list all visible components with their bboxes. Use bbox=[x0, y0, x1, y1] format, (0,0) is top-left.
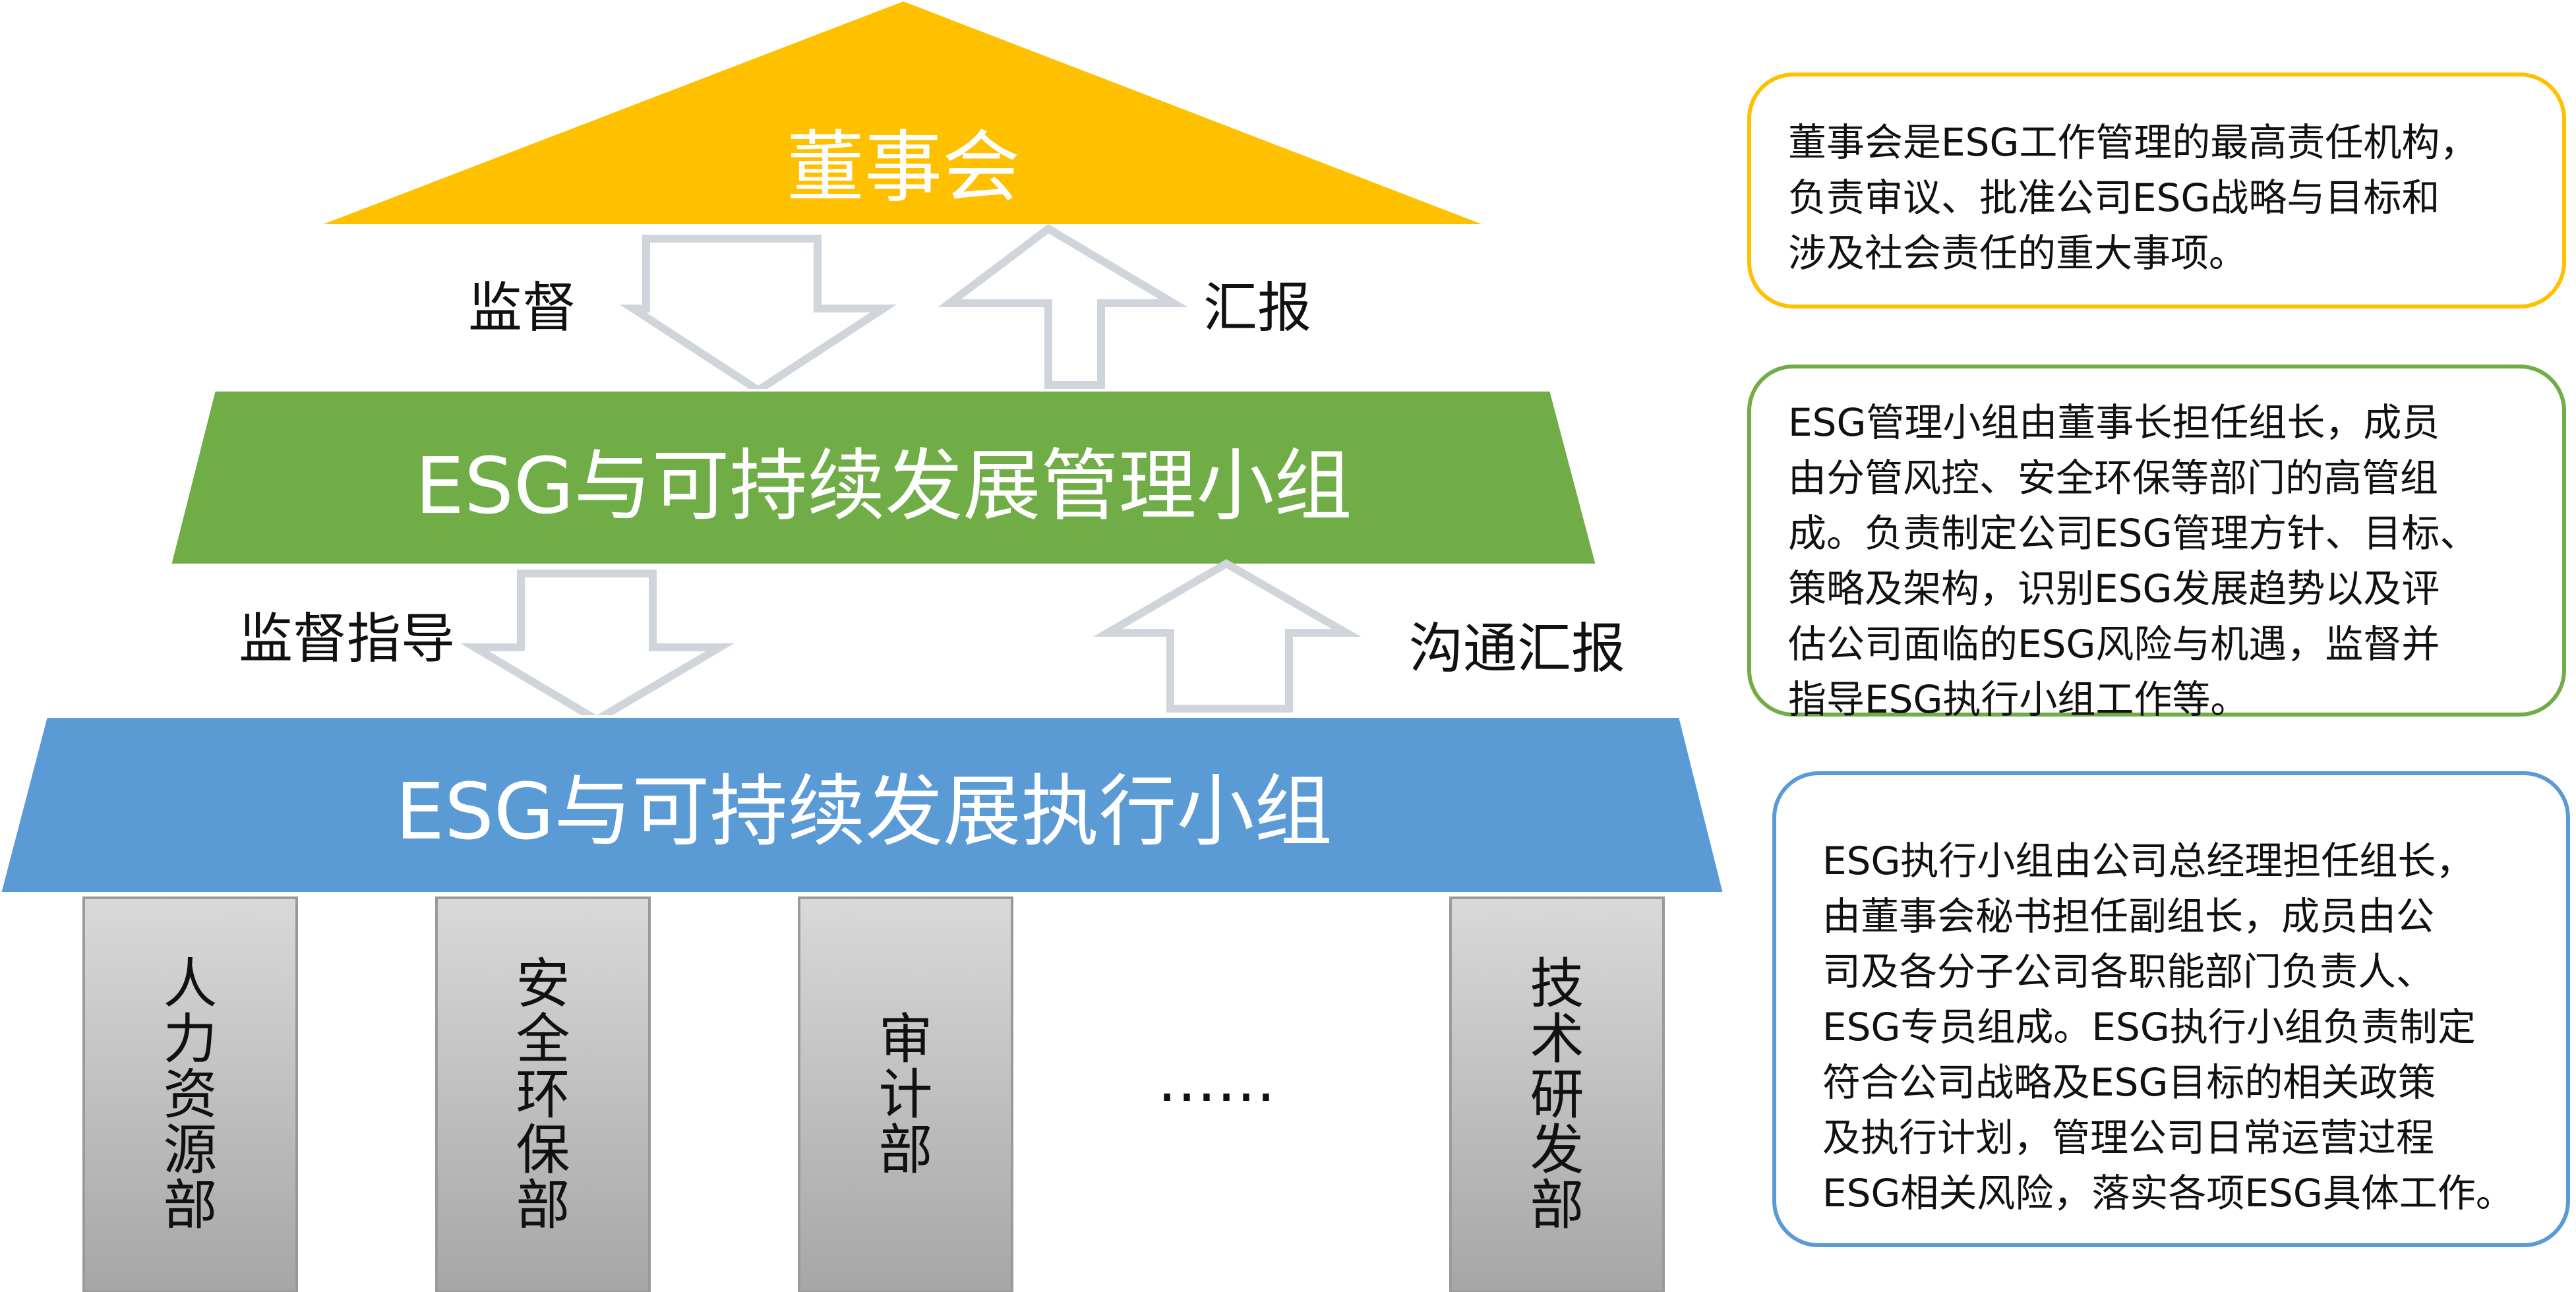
report-up-arrow bbox=[938, 223, 1188, 389]
exec-trapezoid bbox=[0, 715, 1726, 895]
communicate-report-label: 沟通汇报 bbox=[1409, 618, 1625, 680]
board-triangle bbox=[316, 0, 1489, 227]
supervise-down-arrow bbox=[619, 235, 897, 396]
exec-description-panel: ESG执行小组由公司总经理担任组长， 由董事会秘书担任副组长，成员由公司及各分子公… bbox=[1772, 771, 2570, 1247]
exec-label: ESG与可持续发展执行小组 bbox=[396, 766, 1333, 857]
panel-line: ESG相关风险，落实各项ESG具体工作。 bbox=[1822, 1171, 2514, 1216]
panel-line: 成。负责制定公司ESG管理方针、目标、 bbox=[1788, 511, 2478, 556]
communicate-report-up-arrow bbox=[1093, 559, 1362, 713]
panel-line: 指导ESG执行小组工作等。 bbox=[1788, 677, 2249, 722]
panel-line: ESG执行小组由公司总经理担任组长， bbox=[1822, 838, 2474, 883]
panel-line: 估公司面临的ESG风险与机遇，监督并 bbox=[1788, 622, 2440, 666]
mgmt-description-panel: ESG管理小组由董事长担任组长，成员由分管风控、安全环保等部门的高管组成。负责制… bbox=[1747, 365, 2566, 722]
supervise-guide-down-arrow bbox=[460, 570, 735, 724]
panel-line: 董事会是ESG工作管理的最高责任机构， bbox=[1788, 120, 2478, 165]
department-label: 审计部 bbox=[878, 1009, 932, 1182]
more-departments-ellipsis: …… bbox=[1157, 1046, 1276, 1115]
department-box bbox=[1449, 896, 1665, 1292]
panel-line: 策略及架构，识别ESG发展趋势以及评 bbox=[1788, 566, 2440, 611]
board-description-panel: 董事会是ESG工作管理的最高责任机构， 负责审议、批准公司ESG战略与目标和涉及社… bbox=[1747, 73, 2566, 308]
department-box bbox=[82, 896, 298, 1292]
mgmt-label: ESG与可持续发展管理小组 bbox=[415, 440, 1352, 531]
department-box bbox=[798, 896, 1013, 1292]
panel-line: 涉及社会责任的重大事项。 bbox=[1788, 231, 2248, 276]
mgmt-trapezoid bbox=[168, 389, 1599, 566]
department-label: 技术研发部 bbox=[1530, 953, 1584, 1237]
panel-line: 及执行计划，管理公司日常运营过程 bbox=[1822, 1115, 2435, 1160]
panel-line: 由董事会秘书担任副组长，成员由公 bbox=[1822, 894, 2435, 939]
panel-line: 由分管风控、安全环保等部门的高管组 bbox=[1788, 455, 2439, 500]
report-label: 汇报 bbox=[1203, 277, 1311, 339]
department-label: 安全环保部 bbox=[516, 953, 570, 1237]
panel-line: ESG专员组成。ESG执行小组负责制定 bbox=[1822, 1005, 2476, 1049]
supervise-guide-label: 监督指导 bbox=[239, 608, 455, 670]
panel-line: 符合公司战略及ESG目标的相关政策 bbox=[1822, 1060, 2436, 1105]
panel-line: 司及各分子公司各职能部门负责人、 bbox=[1822, 949, 2435, 994]
department-label: 人力资源部 bbox=[163, 953, 217, 1237]
department-box bbox=[435, 896, 651, 1292]
board-label: 董事会 bbox=[787, 122, 1020, 213]
panel-line: ESG管理小组由董事长担任组长，成员 bbox=[1788, 400, 2440, 445]
department-columns: 人力资源部 安全环保部 审计部 技术研发部 bbox=[82, 896, 1665, 1292]
supervise-label: 监督 bbox=[468, 277, 576, 339]
panel-line: 负责审议、批准公司ESG战略与目标和 bbox=[1788, 175, 2440, 220]
